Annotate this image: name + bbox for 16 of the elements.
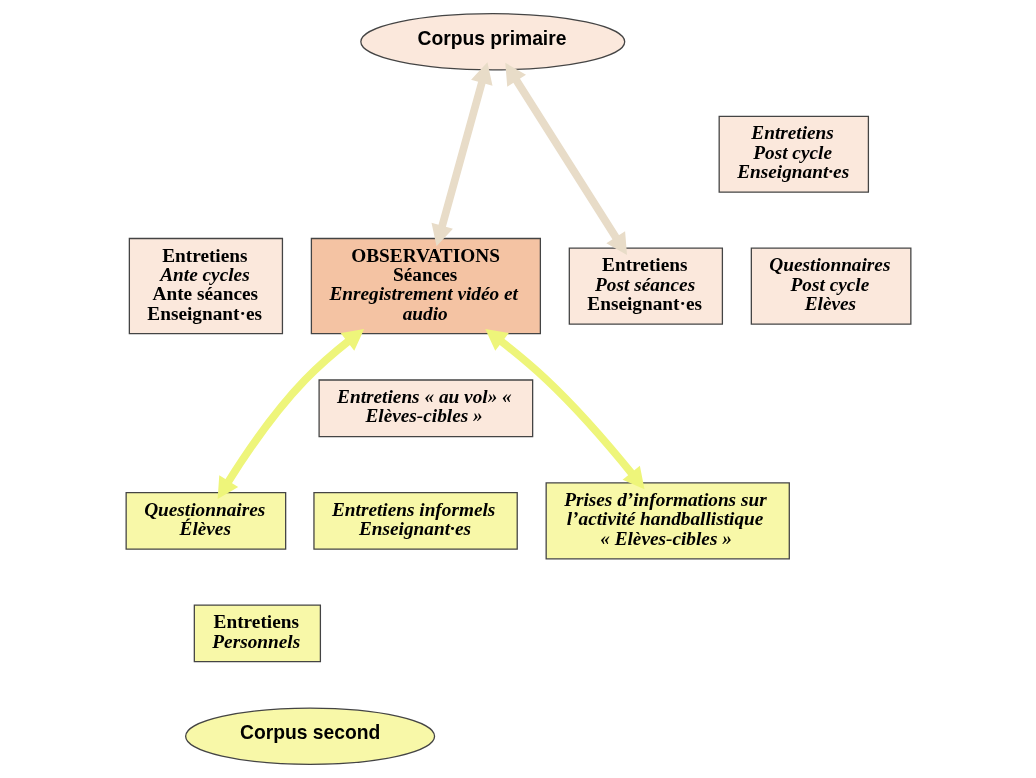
node-box: Entretiens Post cycle Enseignant·es bbox=[718, 115, 869, 193]
node-box: Questionnaires Élèves bbox=[125, 491, 286, 550]
node-box: OBSERVATIONS Séances Enregistrement vidéo et audio bbox=[310, 237, 541, 335]
node-box: Entretiens « au vol» « Elèves-cibles » bbox=[317, 379, 533, 438]
arrow bbox=[217, 328, 364, 500]
arrow bbox=[431, 62, 492, 247]
arrow bbox=[504, 62, 627, 256]
node-box: Questionnaires Post cycle Elèves bbox=[750, 247, 911, 325]
node-ellipse: Corpus primaire bbox=[359, 13, 625, 71]
node-ellipse: Corpus second bbox=[184, 707, 435, 765]
node-box: Entretiens Personnels bbox=[193, 604, 321, 663]
arrow bbox=[484, 329, 644, 490]
node-box: Prises d’informations sur l’activité handballistique « Elèves-cibles » bbox=[545, 482, 790, 560]
node-box: Entretiens Post séances Enseignant·es bbox=[568, 247, 723, 325]
node-box: Entretiens Ante cycles Ante séances Enseignant·es bbox=[128, 237, 283, 335]
node-box: Entretiens informels Enseignant·es bbox=[312, 491, 518, 550]
